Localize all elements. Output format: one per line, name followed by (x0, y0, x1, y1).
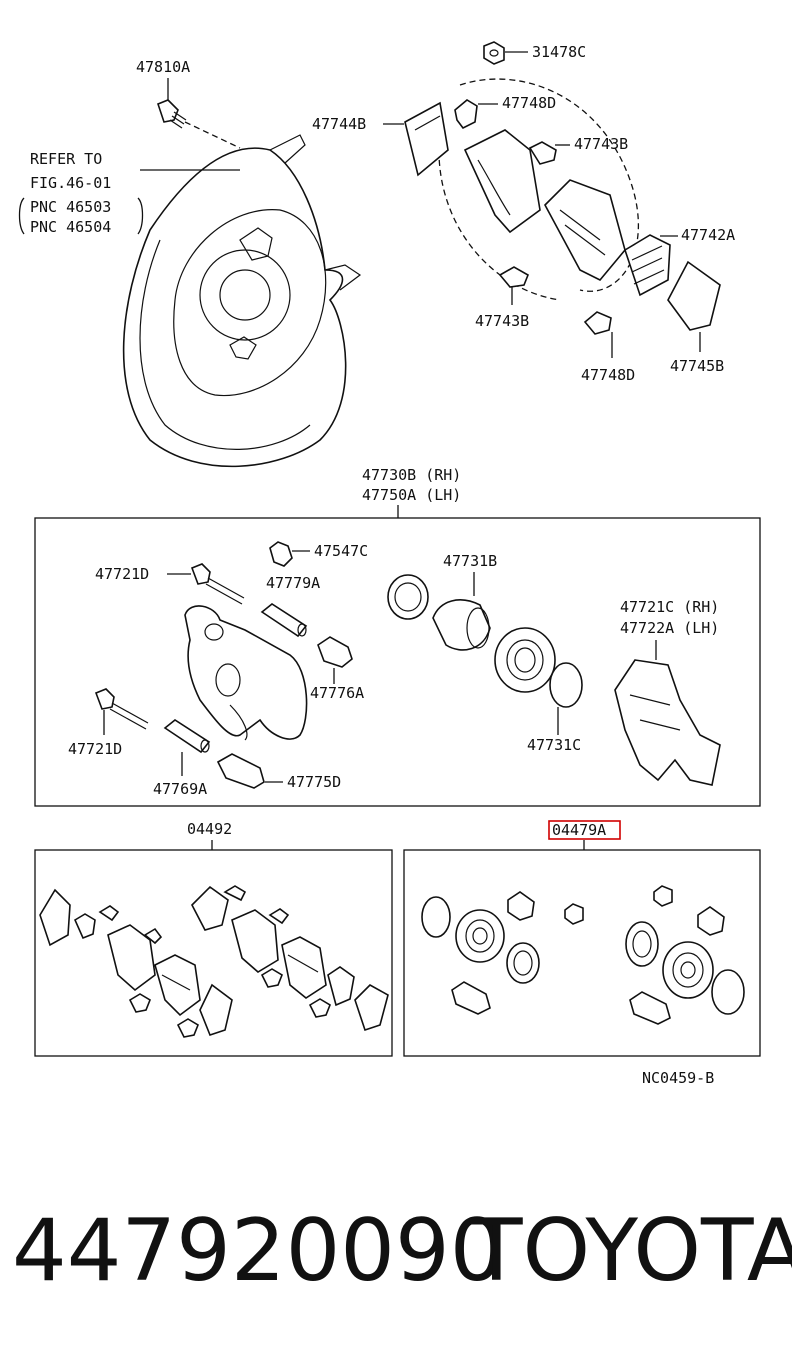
bolt-47721d-top (190, 563, 245, 605)
label-47721c: 47721C (RH) (620, 598, 719, 616)
seal-kit-parts (421, 885, 745, 1025)
label-47769a: 47769A (153, 780, 207, 798)
label-47547c: 47547C (314, 542, 368, 560)
pin-47769a (163, 719, 211, 754)
label-47730b: 47730B (RH) (362, 466, 461, 484)
caliper-assembly-box (34, 517, 761, 807)
seal-ring (387, 574, 429, 620)
spring-47742a (624, 234, 671, 297)
label-47743b-bottom: 47743B (475, 312, 529, 330)
label-pnc-46504: PNC 46504 (30, 218, 111, 236)
label-47721d-bottom: 47721D (68, 740, 122, 758)
shim-47744b (404, 101, 449, 177)
label-47744b: 47744B (312, 115, 366, 133)
pad-kit-box (34, 849, 393, 1057)
label-47779a: 47779A (266, 574, 320, 592)
label-47750a: 47750A (LH) (362, 486, 461, 504)
diagram-code: NC0459-B (642, 1069, 714, 1087)
piston-boot (494, 627, 556, 693)
backing-plate (122, 134, 362, 468)
label-47722a: 47722A (LH) (620, 619, 719, 637)
pin-47779a (260, 603, 308, 638)
clip-47743b-top (528, 141, 557, 165)
brake-pad-2 (544, 179, 626, 281)
label-fig: FIG.46-01 (30, 174, 111, 192)
boot-47776a (317, 636, 353, 668)
highlight-box (548, 820, 621, 840)
boot-47775d (216, 753, 265, 789)
label-47748d-bottom: 47748D (581, 366, 635, 384)
label-47776a: 47776A (310, 684, 364, 702)
label-04492: 04492 (187, 820, 232, 838)
bleeder-47547c (269, 541, 293, 567)
clip-47743b-bottom (498, 266, 530, 288)
shim-47745b (667, 260, 721, 331)
label-04479a[interactable]: 04479A (552, 821, 606, 839)
label-47810a: 47810A (136, 58, 190, 76)
bolt-47810a (157, 99, 187, 129)
label-47742a: 47742A (681, 226, 735, 244)
label-refer-to: REFER TO (30, 150, 102, 168)
caliper-body (184, 605, 308, 741)
label-47748d-top: 47748D (502, 94, 556, 112)
piston-47731b (432, 599, 491, 651)
clip-47748d-top (454, 99, 478, 130)
mounting-bracket (614, 659, 721, 786)
label-47775d: 47775D (287, 773, 341, 791)
bolt-47721d-bottom (94, 688, 149, 730)
label-31478c: 31478C (532, 43, 586, 61)
clip-47748d-bottom (583, 311, 612, 335)
label-pnc-46503: PNC 46503 (30, 198, 111, 216)
label-47731c: 47731C (527, 736, 581, 754)
label-47721d-top: 47721D (95, 565, 149, 583)
brake-pad-1 (463, 129, 541, 234)
brand-name: TOYOTA (469, 1201, 792, 1301)
seal-kit-box (403, 849, 761, 1057)
label-47731b: 47731B (443, 552, 497, 570)
cap-31478c (483, 41, 505, 65)
label-47745b: 47745B (670, 357, 724, 375)
part-number: 447920090 (12, 1201, 504, 1301)
seal-47731c (549, 662, 583, 708)
label-47743b-top: 47743B (574, 135, 628, 153)
pad-kit-parts (39, 885, 389, 1038)
